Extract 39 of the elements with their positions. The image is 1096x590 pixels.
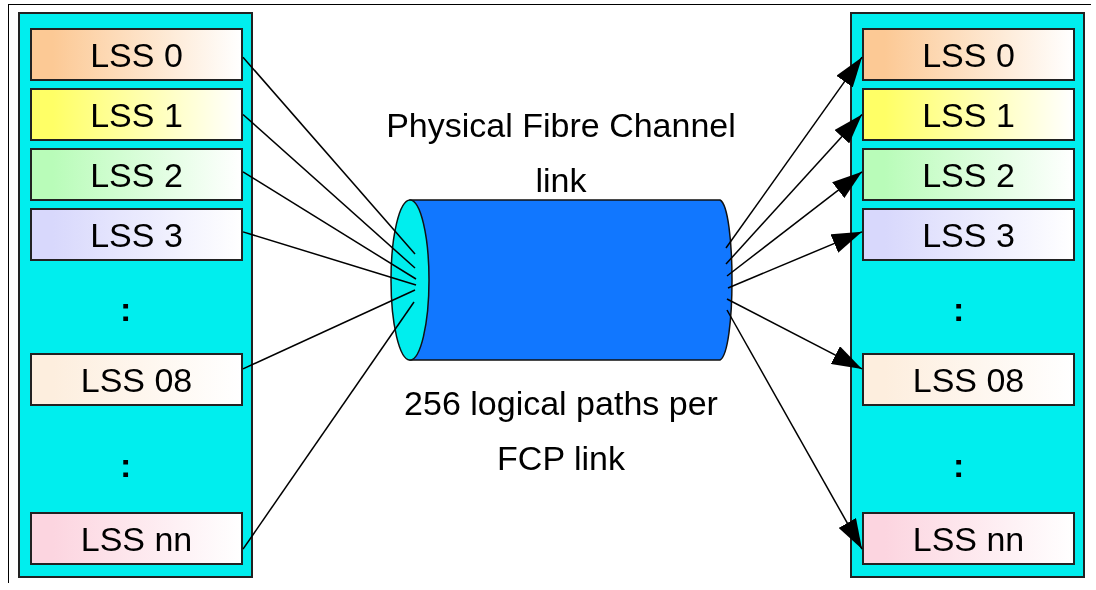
lss-label: LSS nn (80, 521, 193, 556)
ellipsis-label: : (953, 448, 965, 482)
connector-arrow (726, 298, 863, 370)
lss-label: LSS 1 (90, 97, 183, 132)
connector-arrow (726, 309, 863, 550)
cylinder-shape (390, 198, 732, 362)
lss-label: LSS 0 (922, 37, 1015, 72)
lss-box (862, 353, 1075, 406)
panel (850, 12, 1085, 578)
lss-box (30, 88, 243, 141)
connector-arrow (725, 113, 863, 265)
lss-box (30, 148, 243, 201)
connector-arrow (727, 231, 863, 289)
lss-box (862, 512, 1075, 565)
connector-arrow (725, 56, 863, 249)
lss-label: LSS 3 (90, 217, 183, 252)
lss-label: LSS 2 (90, 157, 183, 192)
ellipsis-label: : (120, 448, 132, 482)
lss-box (862, 88, 1075, 141)
lss-box (30, 28, 243, 81)
lss-box (862, 28, 1075, 81)
lss-label: LSS 2 (922, 157, 1015, 192)
ellipsis-label: : (953, 292, 965, 326)
connector-arrow (726, 171, 863, 277)
lss-label: LSS nn (912, 521, 1025, 556)
lss-label: LSS 08 (80, 362, 193, 397)
lss-box (30, 512, 243, 565)
lss-label: LSS 1 (922, 97, 1015, 132)
lss-box (30, 208, 243, 261)
lss-box (862, 148, 1075, 201)
lss-box (862, 208, 1075, 261)
panel (18, 12, 253, 578)
cylinder-caption: 256 logical paths per FCP link (403, 383, 719, 479)
lss-label: LSS 0 (90, 37, 183, 72)
cylinder-caption: Physical Fibre Channel link (385, 105, 737, 201)
lss-box (30, 353, 243, 406)
lss-label: LSS 3 (922, 217, 1015, 252)
ellipsis-label: : (120, 292, 132, 326)
lss-label: LSS 08 (912, 362, 1025, 397)
